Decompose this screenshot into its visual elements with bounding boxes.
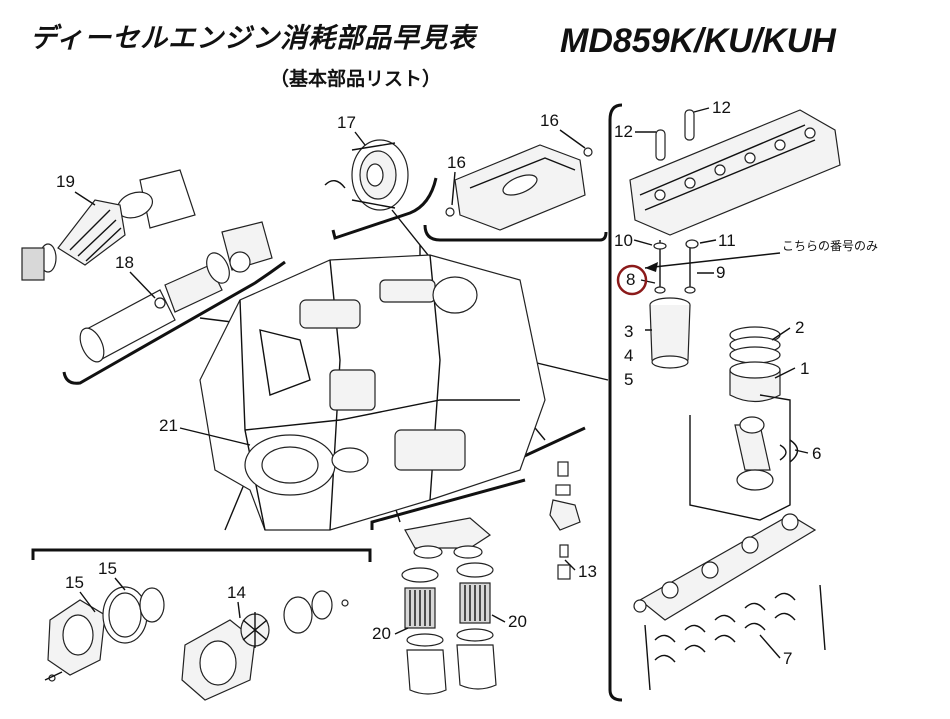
air-filter-assembly-19 — [21, 169, 196, 281]
piston-1 — [729, 361, 781, 403]
bracket-filters — [62, 260, 286, 385]
label-12-left: 12 — [614, 122, 633, 141]
label-20-right: 20 — [508, 612, 527, 631]
label-21: 21 — [159, 416, 178, 435]
label-14: 14 — [227, 583, 246, 602]
annotation-note: こちらの番号のみ — [782, 239, 878, 253]
crank-pulley-17 — [324, 139, 409, 211]
main-bearings-7 — [644, 584, 826, 691]
bracket-fuel-filter — [370, 478, 526, 530]
label-7: 7 — [783, 649, 792, 668]
label-19: 19 — [56, 172, 75, 191]
label-18: 18 — [115, 253, 134, 272]
engine-block — [199, 254, 546, 531]
bracket-rocker — [423, 224, 608, 242]
label-13: 13 — [578, 562, 597, 581]
connecting-rod-6 — [689, 394, 799, 521]
thermostat-housing-15 — [44, 586, 165, 682]
highlight-circle — [616, 264, 648, 296]
annotation-arrowhead — [645, 262, 658, 272]
bracket-right — [608, 103, 623, 702]
model-number: MD859K/KU/KUH — [560, 22, 836, 60]
bracket-water-pump — [31, 548, 372, 562]
label-17: 17 — [337, 113, 356, 132]
label-5: 5 — [624, 370, 633, 389]
oil-filter-assembly-18 — [79, 221, 273, 363]
fuel-filter-assembly-20 — [401, 517, 497, 695]
page-title: ディーセルエンジン消耗部品早見表 — [30, 23, 477, 54]
label-3: 3 — [624, 322, 633, 341]
cylinder-liner-3 — [649, 297, 691, 369]
rocker-cover-16 — [445, 144, 593, 231]
label-20-left: 20 — [372, 624, 391, 643]
label-15-right: 15 — [98, 559, 117, 578]
crankshaft — [633, 513, 817, 621]
bracket-pulley — [331, 177, 438, 240]
water-pump-14 — [181, 590, 349, 701]
label-1: 1 — [800, 359, 809, 378]
label-12-right: 12 — [712, 98, 731, 117]
valves-9-10-11 — [653, 239, 699, 294]
page-subtitle: （基本部品リスト） — [270, 68, 442, 90]
label-11: 11 — [718, 231, 736, 250]
annotation-arrow-line — [644, 252, 781, 269]
label-6: 6 — [812, 444, 821, 463]
cylinder-head-assembly — [629, 109, 841, 236]
label-2: 2 — [795, 318, 804, 337]
label-9: 9 — [716, 263, 725, 282]
label-15-left: 15 — [65, 573, 84, 592]
piston-rings-2 — [729, 326, 781, 364]
injector-13 — [549, 461, 581, 580]
label-10: 10 — [614, 231, 633, 250]
label-16-left: 16 — [447, 153, 466, 172]
label-16-right: 16 — [540, 111, 559, 130]
label-4: 4 — [624, 346, 633, 365]
label-8: 8 — [626, 270, 635, 289]
